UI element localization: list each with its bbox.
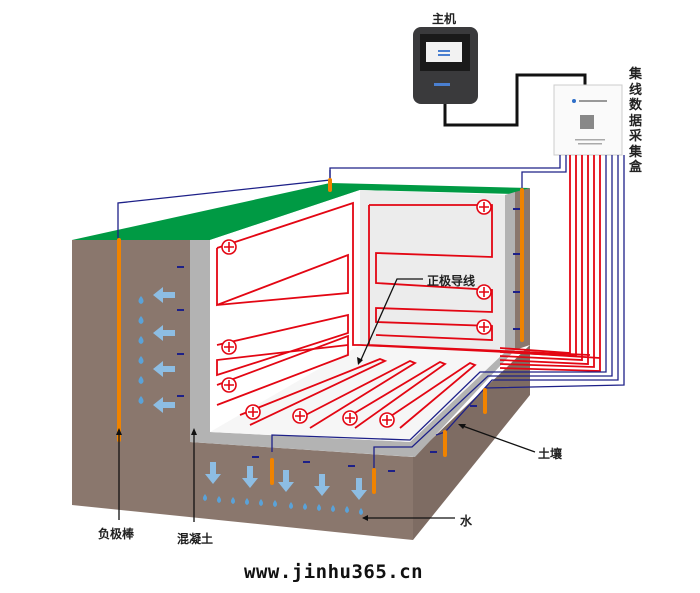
website-url: www.jinhu365.cn <box>244 561 424 583</box>
plus-icon <box>476 319 492 335</box>
ground-surface <box>72 183 530 240</box>
host-cable <box>443 73 587 127</box>
minus-marks <box>177 208 520 472</box>
plus-icon <box>292 408 308 424</box>
positive-wire-label: 正极导线 <box>427 274 476 288</box>
positive-wires <box>216 155 601 429</box>
plus-icon <box>476 199 492 215</box>
negative-rod-label: 负极棒 <box>98 527 135 541</box>
negative-rods <box>117 178 524 494</box>
host-device <box>413 27 478 104</box>
plus-icon <box>379 412 395 428</box>
host-label: 主机 <box>432 12 457 26</box>
leader-lines <box>118 278 536 522</box>
plus-icon <box>245 404 261 420</box>
concrete-label: 混凝土 <box>177 532 214 546</box>
collector-box <box>553 84 623 156</box>
negative-wires <box>117 155 625 470</box>
left-inner-wall <box>210 190 360 432</box>
plus-terminals <box>221 199 492 428</box>
plus-icon <box>342 410 358 426</box>
water-label: 水 <box>460 514 473 528</box>
plus-icon <box>221 339 237 355</box>
plus-icon <box>221 239 237 255</box>
water-drops <box>138 296 363 515</box>
floor <box>210 345 505 442</box>
plus-icon <box>476 284 492 300</box>
water-flow-arrows <box>153 287 367 500</box>
soil-label: 土壤 <box>538 447 563 461</box>
soil-right <box>413 345 530 540</box>
collector-box-label: 集线数据采集盒 <box>629 67 643 175</box>
soil-front <box>72 240 413 540</box>
plus-icon <box>221 377 237 393</box>
